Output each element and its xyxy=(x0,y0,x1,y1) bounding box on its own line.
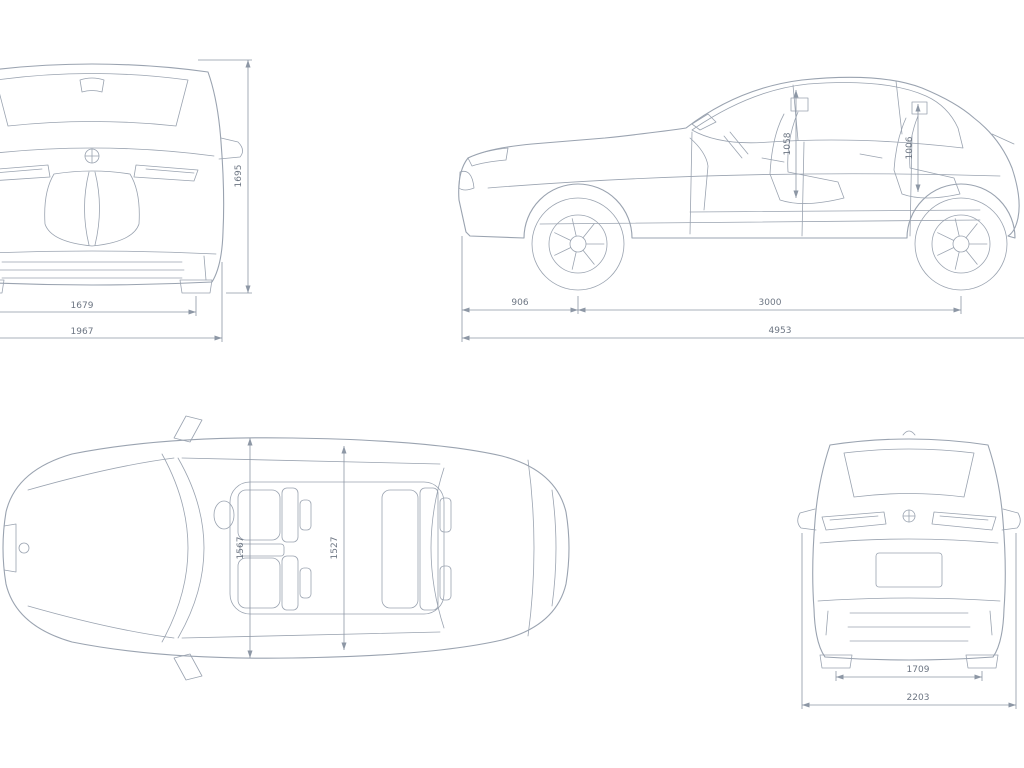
passenger-seat-cushion xyxy=(237,557,281,609)
rear-bumper xyxy=(817,597,1001,642)
front-extension-lines xyxy=(195,59,252,342)
rear-view-car xyxy=(797,430,1021,669)
passenger-seat-back xyxy=(281,555,299,611)
front-wheels xyxy=(0,279,213,294)
dim-label-wheelbase: 3000 xyxy=(759,298,782,308)
driver-seat-back xyxy=(281,487,299,543)
rear-tailgate-line xyxy=(819,538,999,544)
bmw-logo-icon xyxy=(84,148,100,164)
top-windshield-roof-lines xyxy=(161,453,557,643)
side-interior-seats xyxy=(689,97,981,213)
rear-bench-back xyxy=(419,487,439,611)
side-extension-lines xyxy=(461,236,962,342)
rear-spokes xyxy=(937,218,988,270)
rear-right-headrest xyxy=(439,565,452,601)
center-console xyxy=(239,543,285,557)
dim-label-overall-length: 4953 xyxy=(769,326,792,336)
rear-bench-cushion xyxy=(381,489,419,609)
front-kidney-grille xyxy=(44,170,140,247)
front-view-drawing: 1695 1679 1967 xyxy=(0,59,252,342)
top-view-car xyxy=(2,415,570,681)
dim-label-overall-width: 1967 xyxy=(71,327,94,337)
front-rim xyxy=(548,214,608,274)
bmw-roundel-cross xyxy=(902,509,916,523)
side-front-wheel xyxy=(531,197,625,291)
dim-label-rear-interior-width: 1527 xyxy=(330,537,340,560)
side-view-car xyxy=(458,76,1020,291)
front-hood-line xyxy=(0,147,215,157)
front-spokes xyxy=(554,218,605,270)
steering-wheel xyxy=(213,500,235,530)
front-windshield xyxy=(0,73,189,127)
rear-body-outline xyxy=(812,438,1006,661)
top-front-seats xyxy=(213,487,312,611)
side-glasshouse xyxy=(691,80,964,149)
rear-rim xyxy=(931,214,991,274)
side-mirror xyxy=(691,113,717,131)
side-view-drawing: 1058 1006 906 3000 4953 xyxy=(458,76,1024,342)
rear-view-dimensions: 1709 2203 xyxy=(801,533,1017,709)
rear-hub xyxy=(952,235,970,253)
top-body-outline xyxy=(2,437,570,659)
license-plate-recess xyxy=(875,552,943,588)
rear-view-drawing: 1709 2203 xyxy=(797,430,1021,709)
front-headlights xyxy=(0,164,199,182)
bmw-logo-icon xyxy=(902,509,916,523)
top-view-dimensions: 1567 1527 xyxy=(236,438,347,658)
side-front-details xyxy=(458,133,1015,225)
front-view-dimensions: 1695 1679 1967 xyxy=(0,59,252,342)
rear-mirrors xyxy=(797,508,1021,531)
side-door-lines xyxy=(689,131,913,237)
front-hub xyxy=(569,235,587,253)
rear-tire xyxy=(914,197,1008,291)
dim-label-front-interior-width: 1567 xyxy=(236,537,246,560)
bmw-logo-icon xyxy=(18,542,30,554)
rear-extension-lines xyxy=(801,533,1017,709)
side-body-outline xyxy=(458,76,1020,239)
passenger-headrest xyxy=(299,567,312,599)
dim-label-front-overhang: 906 xyxy=(511,298,528,308)
top-rear-bench xyxy=(381,487,452,611)
dim-label-rear-headroom: 1006 xyxy=(905,136,915,159)
bmw-roundel-cross xyxy=(84,148,100,164)
dim-label-overall-height: 1695 xyxy=(234,165,244,188)
driver-headrest xyxy=(299,499,312,531)
dim-label-front-headroom: 1058 xyxy=(783,132,793,155)
rear-left-headrest xyxy=(439,497,452,533)
rear-window xyxy=(843,430,975,498)
rear-wheels xyxy=(819,654,999,669)
front-view-car xyxy=(0,63,243,294)
rear-taillights xyxy=(821,511,997,531)
driver-seat-cushion xyxy=(237,489,281,541)
top-hood-details xyxy=(3,457,175,639)
front-bumper xyxy=(0,250,217,281)
front-mirrors xyxy=(218,137,243,160)
top-glass-roof xyxy=(229,481,445,615)
top-view-drawing: 1567 1527 xyxy=(2,415,570,681)
side-rear-wheel xyxy=(914,197,1008,291)
top-mirrors xyxy=(173,415,203,681)
side-view-dimensions: 1058 1006 906 3000 4953 xyxy=(461,90,1024,342)
front-tire xyxy=(531,197,625,291)
dim-label-track-width: 1679 xyxy=(71,301,94,311)
dim-label-width-with-mirrors: 2203 xyxy=(907,693,930,703)
dim-label-rear-track: 1709 xyxy=(907,665,930,675)
